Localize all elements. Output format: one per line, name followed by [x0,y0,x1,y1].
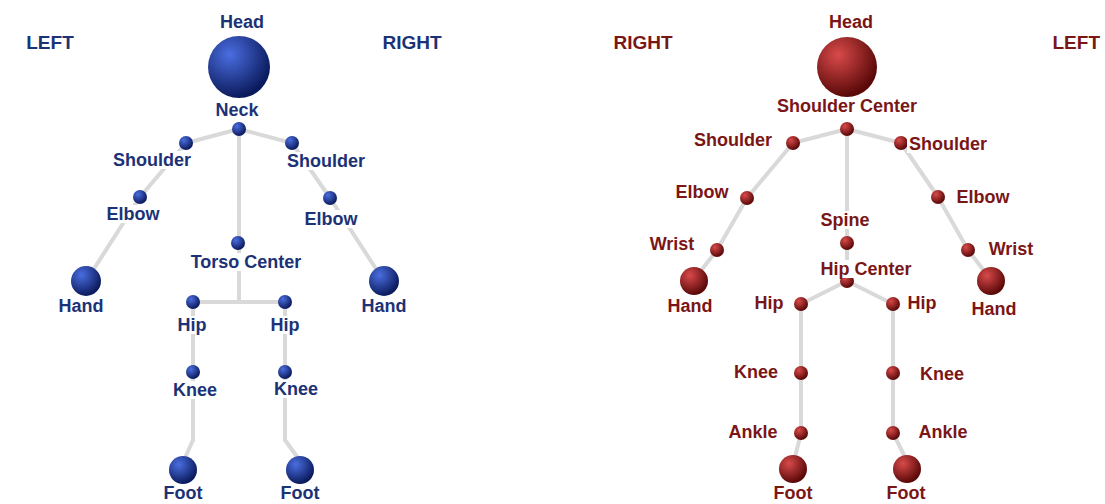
side-label: RIGHT [380,33,443,52]
joint-label: Torso Center [189,253,304,271]
joint-label: Knee [272,380,320,398]
joint-label: Elbow [303,210,360,228]
joint-label: Wrist [987,240,1036,258]
joint-label: Hip [176,316,209,334]
joint-label: Neck [213,101,260,119]
side-label: LEFT [1051,33,1103,52]
joint-label: Hip Center [818,260,913,278]
joint-label: Elbow [105,205,162,223]
joint-label: Head [218,13,266,31]
joint-label: Spine [818,211,871,229]
joint-label: Hip [269,316,302,334]
joints-blue [71,36,399,484]
joint-label: Foot [885,484,928,502]
joint-label: Hip [906,294,939,312]
joint-label: Ankle [726,423,779,441]
joint-label: Knee [171,381,219,399]
joint-label: Hand [666,297,715,315]
joint-label: Foot [162,484,205,502]
joint-label: Ankle [916,423,969,441]
joint-label: Foot [772,484,815,502]
joint-label: Shoulder [111,151,193,169]
side-label: LEFT [24,33,76,52]
joint-label: Foot [279,484,322,502]
joint-label: Hand [970,300,1019,318]
joint-label: Elbow [674,183,731,201]
side-label: RIGHT [611,33,674,52]
bones-red [700,129,985,457]
joint-label: Shoulder Center [775,97,919,115]
joint-label: Shoulder [907,135,989,153]
joint-label: Elbow [955,188,1012,206]
joints-red [680,37,1005,483]
bones-blue [90,129,380,458]
joint-label: Shoulder [692,131,774,149]
joint-label: Knee [918,365,966,383]
joint-label: Hip [753,294,786,312]
joint-label: Hand [360,297,409,315]
joint-label: Knee [732,363,780,381]
joint-label: Hand [57,297,106,315]
joint-label: Shoulder [285,152,367,170]
joint-label: Head [827,13,875,31]
joint-label: Wrist [648,235,697,253]
